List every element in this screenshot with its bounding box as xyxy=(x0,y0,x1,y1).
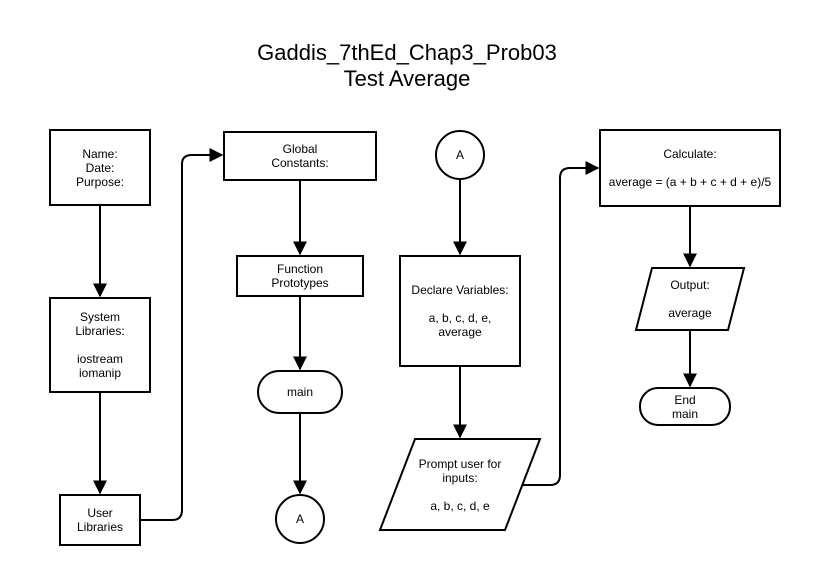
calculate-text-1: Calculate: xyxy=(663,147,717,161)
global-constants-box xyxy=(223,131,377,181)
prompt-inputs-label: Prompt user for inputs: a, b, c, d, e xyxy=(398,439,522,530)
function-prototypes-text-1: Function xyxy=(276,262,324,276)
end-main-terminal xyxy=(639,387,731,426)
main-terminal xyxy=(257,370,343,414)
calculate-label: Calculate: average = (a + b + c + d + e)… xyxy=(600,130,780,206)
main-label: main xyxy=(258,371,342,413)
function-prototypes-text-2: Prototypes xyxy=(271,276,329,290)
diagram-subtitle: Test Average xyxy=(343,66,471,91)
declare-variables-text-3: average xyxy=(438,325,482,339)
header-date-text: Date: xyxy=(85,160,115,175)
main-text: main xyxy=(286,385,313,399)
diagram-title: Gaddis_7thEd_Chap3_Prob03 xyxy=(257,40,557,65)
prompt-inputs-text-3: a, b, c, d, e xyxy=(430,498,490,513)
system-libraries-text-2: Libraries: xyxy=(75,324,125,338)
output-text-1: Output: xyxy=(670,278,710,292)
prompt-inputs-parallelogram xyxy=(378,438,542,531)
prompt-inputs-text-2: inputs: xyxy=(442,470,478,485)
global-constants-text-2: Constants: xyxy=(271,156,329,170)
declare-variables-label: Declare Variables: a, b, c, d, e, averag… xyxy=(400,256,520,366)
header-name-text: Name: xyxy=(82,146,118,161)
calculate-box xyxy=(599,129,781,207)
declare-variables-text-1: Declare Variables: xyxy=(411,283,509,297)
edge-user-libraries-to-global-constants xyxy=(140,148,224,521)
header-label: Name: Date: Purpose: xyxy=(50,130,150,205)
header-box xyxy=(49,129,151,206)
connector-a-out xyxy=(275,494,325,544)
global-constants-label: Global Constants: xyxy=(224,132,376,180)
iostream-text: iostream xyxy=(76,352,123,366)
end-main-text-1: End xyxy=(674,392,696,407)
end-main-text-2: main xyxy=(671,406,698,421)
system-libraries-box xyxy=(49,297,151,393)
header-purpose-text: Purpose: xyxy=(75,174,125,189)
function-prototypes-box xyxy=(236,255,364,297)
function-prototypes-label: Function Prototypes xyxy=(237,256,363,296)
output-label: Output: average xyxy=(645,268,735,330)
global-constants-text-1: Global xyxy=(282,142,318,156)
end-main-label: End main xyxy=(640,388,730,425)
connector-a-in-text: A xyxy=(455,148,464,162)
declare-variables-box xyxy=(399,255,521,367)
user-libraries-text-2: Libraries xyxy=(76,520,124,534)
edge-prompt-to-calculate xyxy=(520,161,600,486)
connector-a-out-text: A xyxy=(295,512,304,526)
system-libraries-label: System Libraries: iostream iomanip xyxy=(50,298,150,392)
user-libraries-label: User Libraries xyxy=(60,495,140,545)
iomanip-text: iomanip xyxy=(78,366,122,380)
output-parallelogram xyxy=(634,267,746,331)
calculate-formula-text: average = (a + b + c + d + e)/5 xyxy=(608,175,772,189)
user-libraries-box xyxy=(59,494,141,546)
connector-a-in xyxy=(435,130,485,180)
declare-variables-text-2: a, b, c, d, e, xyxy=(428,311,492,325)
system-libraries-text-1: System xyxy=(79,310,120,324)
connector-a-in-label: A xyxy=(436,131,484,179)
connector-a-out-label: A xyxy=(276,495,324,543)
output-text-2: average xyxy=(668,306,712,320)
prompt-inputs-text-1: Prompt user for xyxy=(418,456,502,471)
user-libraries-text-1: User xyxy=(87,506,113,520)
